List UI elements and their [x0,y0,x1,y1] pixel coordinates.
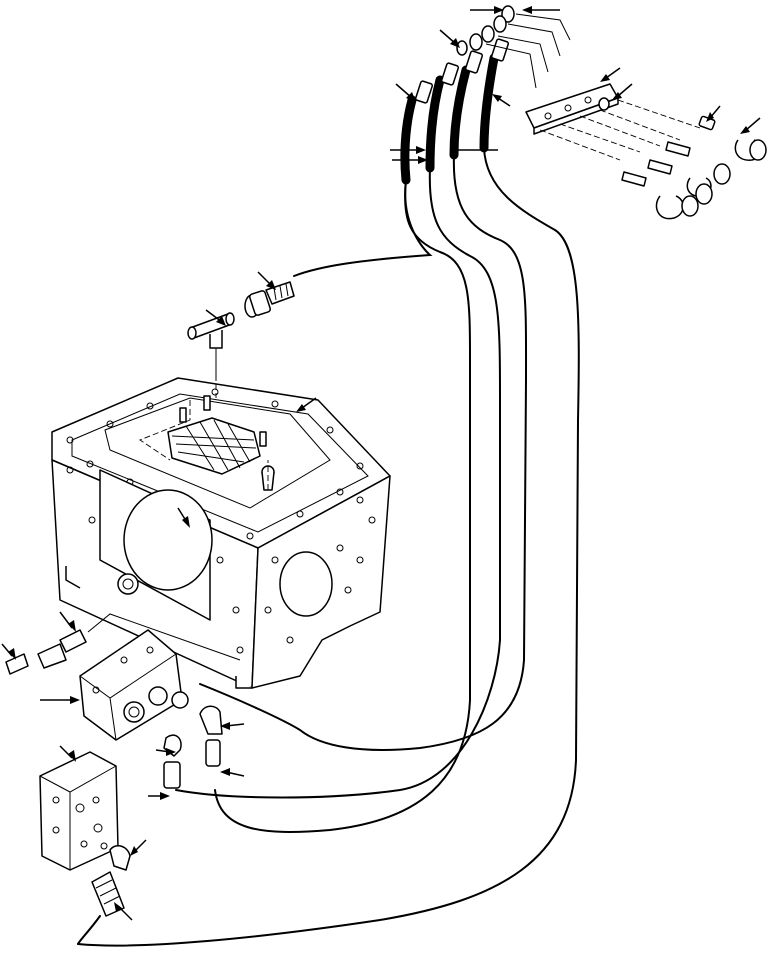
manifold-block [525,83,701,161]
tee-fitting [187,312,235,380]
control-valve-top [167,395,275,491]
transmission-case [51,377,391,689]
hose-assembly [77,38,580,947]
hose-clamp [621,115,767,220]
side-bore [264,496,376,644]
valve-body-upper [79,629,189,741]
callout-arrows [1,6,761,921]
front-bore [99,469,213,621]
left-fittings [5,613,241,675]
assembly-guide-lines [139,348,269,490]
adapter-fitting [244,281,295,318]
valve-body-lower [39,751,119,871]
top-fittings [456,5,571,89]
